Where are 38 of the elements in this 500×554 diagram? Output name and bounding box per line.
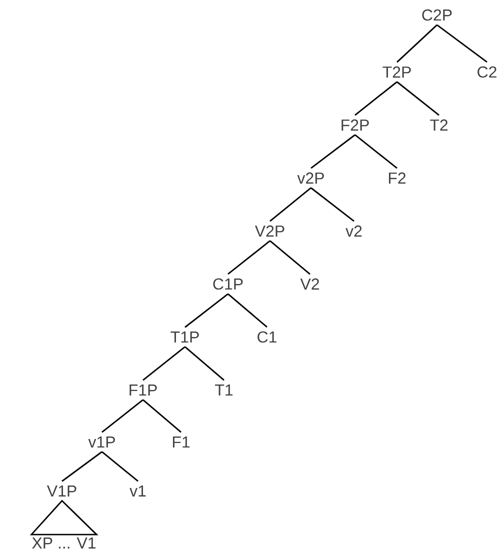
tree-label: T1 <box>215 384 233 396</box>
branch-line <box>184 293 228 328</box>
tree-label: F1 <box>172 436 190 448</box>
branch-line <box>62 451 102 482</box>
tree-label: T2 <box>430 119 448 131</box>
tree-label: XP ... V1 <box>32 538 96 548</box>
branch-line <box>142 346 186 381</box>
branch-line <box>396 81 440 116</box>
tree-label: v2 <box>346 225 362 237</box>
tree-label: F2 <box>388 172 406 184</box>
tree-label: v1P <box>88 436 115 448</box>
tree-label: T2P <box>382 66 411 78</box>
tree-label: V2 <box>300 278 319 290</box>
branch-line <box>270 187 312 222</box>
tree-label: F2P <box>342 119 369 131</box>
branch-line <box>436 24 488 63</box>
branch-line <box>354 134 398 169</box>
tree-label: T1P <box>170 332 199 342</box>
branch-line <box>102 399 144 433</box>
branch-line <box>310 187 354 222</box>
branch-line <box>142 399 182 433</box>
tree-label: v2P <box>297 172 324 184</box>
tree-label: C1 <box>258 331 276 343</box>
branch-line <box>310 134 356 169</box>
branch-line <box>354 81 398 116</box>
tree-label: v1 <box>130 486 146 496</box>
branch-line <box>228 240 270 275</box>
branch-line <box>270 240 310 275</box>
branch-line <box>184 346 224 381</box>
tree-label: C2 <box>478 66 496 78</box>
tree-label: C1P <box>213 278 243 290</box>
tree-label: V2P <box>254 225 284 237</box>
branch-line <box>102 451 138 482</box>
branch-line <box>396 24 438 63</box>
branch-line <box>228 293 268 328</box>
tree-label: V1P <box>46 486 76 496</box>
tree-label: C2P <box>422 9 452 21</box>
tree-label: F1P <box>130 384 157 396</box>
